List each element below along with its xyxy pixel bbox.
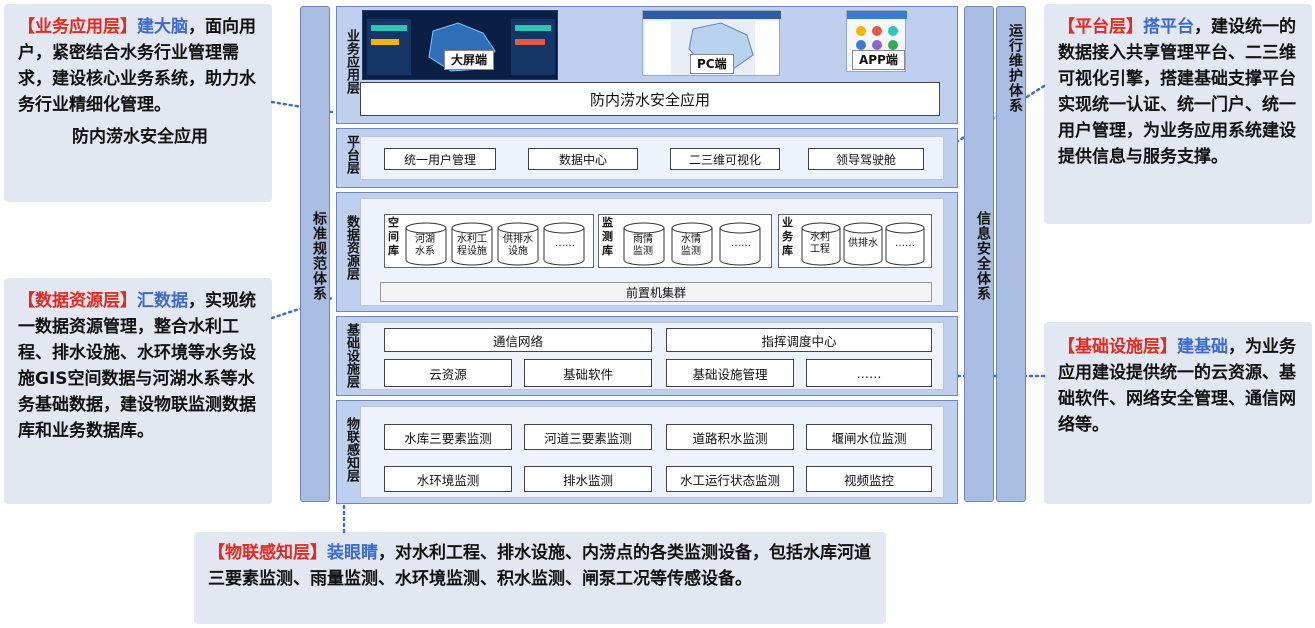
infra-item: …… xyxy=(806,359,932,387)
callout-headline: 汇数据 xyxy=(137,291,188,311)
db-name: …… xyxy=(731,238,751,249)
dashboard-thumbnail xyxy=(367,19,555,75)
callout-platform-layer: 【平台层】搭平台，建设统一的数据接入共享管理平台、二三维可视化引擎，搭建基础支撑… xyxy=(1044,4,1312,224)
cluster-bar: 前置机集群 xyxy=(380,282,932,302)
infra-item: 基础设施管理 xyxy=(666,359,794,387)
iot-item: 河道三要素监测 xyxy=(524,424,652,450)
db-group-monitor-dbs xyxy=(622,220,772,270)
db-group-name: 空间库 xyxy=(388,216,399,257)
callout-footer: 防内涝水安全应用 xyxy=(72,127,208,147)
iot-item: 水环境监测 xyxy=(384,466,512,492)
callout-data-layer: 【数据资源层】汇数据，实现统一数据资源管理，整合水利工程、排水设施、水环境等水务… xyxy=(4,278,272,504)
infra-item: 云资源 xyxy=(384,359,512,387)
security-label: 信息安全体系 xyxy=(975,211,991,301)
callout-body: ，实现统一数据资源管理，整合水利工程、排水设施、水环境等水务设施GIS空间数据与… xyxy=(18,291,256,441)
db-group-business-dbs xyxy=(800,220,932,270)
app-bar: 防内涝水安全应用 xyxy=(360,82,940,116)
screen-label-app: APP端 xyxy=(852,50,905,70)
iot-item: 水工运行状态监测 xyxy=(666,466,794,492)
db-name: …… xyxy=(895,238,915,249)
screen-pc-thumb xyxy=(642,10,781,76)
callout-headline: 建基础 xyxy=(1177,337,1228,357)
db-name: 水利工程设施 xyxy=(457,234,487,257)
callout-body: ，对水利工程、排水设施、内涝点的各类监测设备，包括水库河道三要素监测、雨量监测、… xyxy=(208,543,871,589)
db-name: 河湖水系 xyxy=(415,234,435,257)
screen-bigscreen-thumb xyxy=(362,10,558,80)
callout-iot-layer: 【物联感知层】装眼睛，对水利工程、排水设施、内涝点的各类监测设备，包括水库河道三… xyxy=(194,532,886,624)
iot-item: 排水监测 xyxy=(524,466,652,492)
db-cylinders xyxy=(623,222,761,266)
db-group-spatial-dbs xyxy=(404,220,594,270)
db-group-name: 业务库 xyxy=(782,216,793,257)
callout-headline: 装眼睛 xyxy=(327,543,378,563)
screen-label-pc: PC端 xyxy=(690,54,734,74)
layer-label: 物联感知层 xyxy=(344,417,359,482)
iot-item: 堰闸水位监测 xyxy=(806,424,932,450)
db-name: 雨情监测 xyxy=(633,234,653,257)
callout-infra-layer: 【基础设施层】建基础，为业务应用建设提供统一的云资源、基础软件、网络安全管理、通… xyxy=(1044,322,1312,504)
iot-item: 水库三要素监测 xyxy=(384,424,512,450)
iot-item: 道路积水监测 xyxy=(666,424,794,450)
standards-column: 标准规范体系 xyxy=(300,6,330,502)
db-cylinders xyxy=(405,222,585,266)
db-name: 供排水 xyxy=(848,238,878,249)
platform-item: 统一用户管理 xyxy=(384,148,496,170)
connector-platform xyxy=(942,84,1046,152)
callout-body: ，建设统一的数据接入共享管理平台、二三维可视化引擎，搭建基础支撑平台实现统一认证… xyxy=(1058,17,1296,167)
ops-label: 运行维护体系 xyxy=(1007,23,1023,113)
db-name: …… xyxy=(555,238,575,249)
layer-label: 平台层 xyxy=(344,135,359,174)
db-group-name: 监测库 xyxy=(602,216,613,257)
callout-tag: 【物联感知层】 xyxy=(208,543,327,563)
db-name: 水情监测 xyxy=(681,234,701,257)
db-cylinders xyxy=(801,222,925,266)
platform-item: 数据中心 xyxy=(528,148,638,170)
ops-column: 运行维护体系 xyxy=(996,6,1026,502)
infra-item: 指挥调度中心 xyxy=(666,328,932,352)
layer-label: 业务应用层 xyxy=(344,29,359,94)
layer-label: 数据资源层 xyxy=(344,215,359,280)
db-name: 供排水设施 xyxy=(503,234,533,257)
infra-item: 基础软件 xyxy=(524,359,652,387)
callout-headline: 搭平台 xyxy=(1143,17,1194,37)
callout-tag: 【平台层】 xyxy=(1058,17,1143,37)
pc-thumbnail xyxy=(643,11,781,75)
app-thumbnail xyxy=(847,11,907,50)
callout-tag: 【数据资源层】 xyxy=(18,291,137,311)
infra-item: 通信网络 xyxy=(384,328,652,352)
platform-item: 二三维可视化 xyxy=(670,148,780,170)
screen-label-bigscreen: 大屏端 xyxy=(444,50,495,70)
security-column: 信息安全体系 xyxy=(964,6,994,502)
callout-body: ，面向用户，紧密结合水务行业管理需求，建设核心业务系统，助力水务行业精细化管理。 xyxy=(18,17,256,115)
iot-item: 视频监控 xyxy=(806,466,932,492)
platform-item: 领导驾驶舱 xyxy=(808,148,924,170)
callout-body: ，为业务应用建设提供统一的云资源、基础软件、网络安全管理、通信网络等。 xyxy=(1058,337,1296,435)
callout-tag: 【业务应用层】 xyxy=(18,17,137,37)
callout-headline: 建大脑 xyxy=(137,17,188,37)
callout-app-layer: 【业务应用层】建大脑，面向用户，紧密结合水务行业管理需求，建设核心业务系统，助力… xyxy=(4,4,272,202)
callout-tag: 【基础设施层】 xyxy=(1058,337,1177,357)
standards-label: 标准规范体系 xyxy=(311,211,327,301)
layer-label: 基础设施层 xyxy=(344,323,359,388)
db-name: 水利工程 xyxy=(810,232,830,255)
